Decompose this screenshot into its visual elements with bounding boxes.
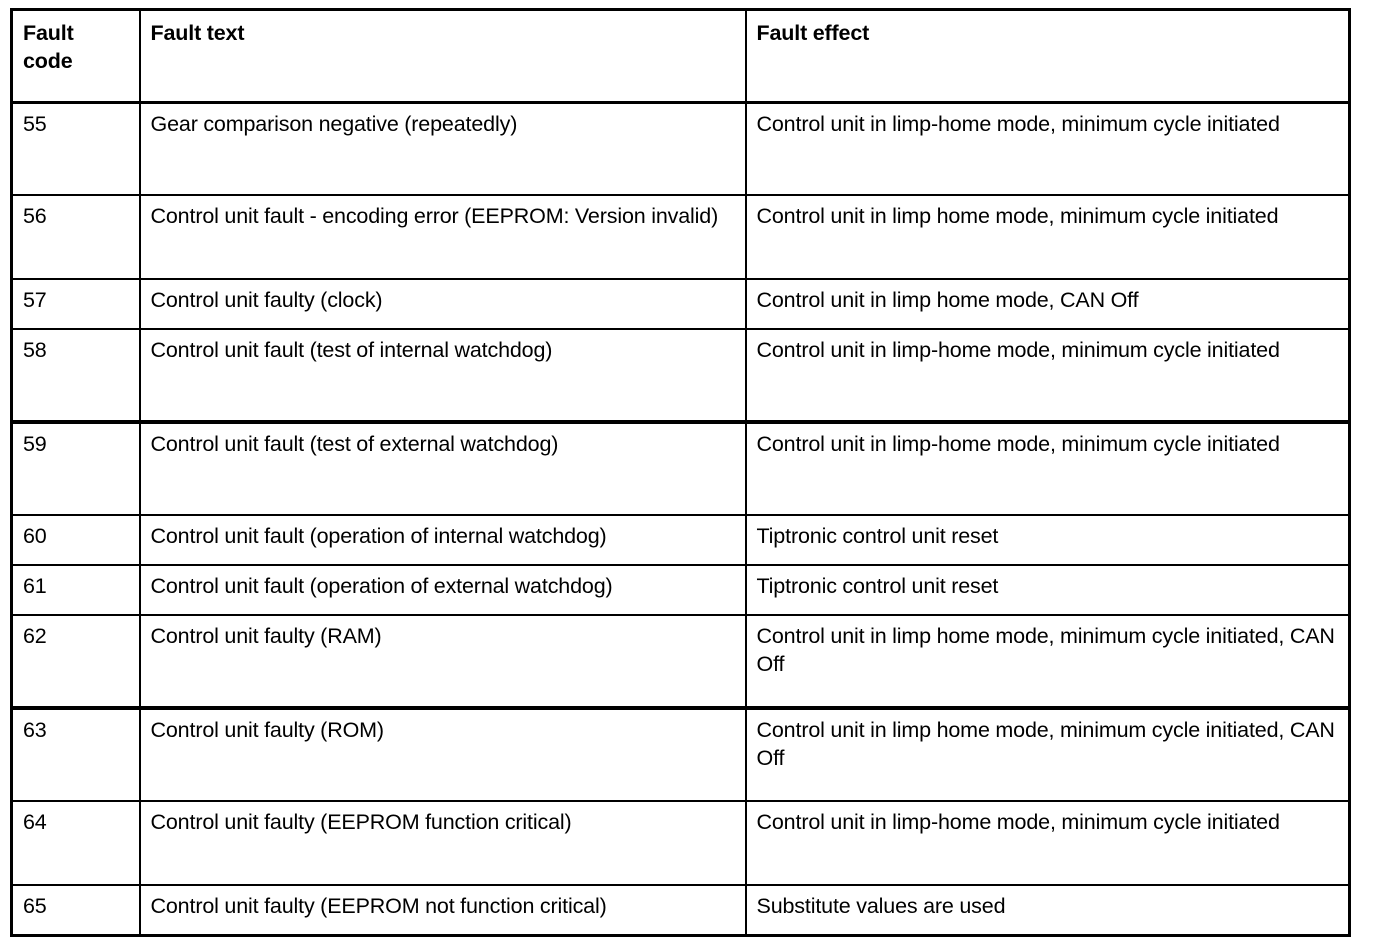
cell-fault-effect: Control unit in limp home mode, CAN Off bbox=[744, 278, 1351, 330]
cell-fault-text: Control unit fault (operation of externa… bbox=[138, 564, 747, 616]
cell-fault-text: Control unit faulty (ROM) bbox=[138, 706, 747, 802]
cell-fault-code: 63 bbox=[10, 706, 141, 802]
cell-fault-code: 57 bbox=[10, 278, 141, 330]
cell-fault-effect: Control unit in limp home mode, minimum … bbox=[744, 614, 1351, 709]
cell-fault-code: 64 bbox=[10, 800, 141, 886]
table-header: Fault code Fault text Fault effect bbox=[10, 8, 1351, 104]
cell-fault-text: Control unit fault (test of external wat… bbox=[138, 420, 747, 516]
cell-fault-effect: Control unit in limp-home mode, minimum … bbox=[744, 101, 1351, 196]
cell-fault-text: Control unit faulty (RAM) bbox=[138, 614, 747, 709]
cell-fault-effect: Control unit in limp home mode, minimum … bbox=[744, 194, 1351, 280]
cell-fault-text: Gear comparison negative (repeatedly) bbox=[138, 101, 747, 196]
column-header-fault-effect: Fault effect bbox=[744, 8, 1351, 104]
table-row: 62 Control unit faulty (RAM) Control uni… bbox=[10, 614, 1351, 709]
cell-fault-code: 62 bbox=[10, 614, 141, 709]
column-header-fault-code-line2: code bbox=[23, 48, 73, 73]
table-body: 55 Gear comparison negative (repeatedly)… bbox=[10, 101, 1351, 937]
table-row: 64 Control unit faulty (EEPROM function … bbox=[10, 800, 1351, 886]
cell-fault-code: 56 bbox=[10, 194, 141, 280]
cell-fault-code: 58 bbox=[10, 328, 141, 423]
column-header-fault-code-line1: Fault bbox=[23, 21, 74, 45]
cell-fault-text: Control unit faulty (clock) bbox=[138, 278, 747, 330]
document-page: Fault code Fault text Fault effect 55 Ge… bbox=[10, 8, 1351, 937]
column-header-fault-text: Fault text bbox=[138, 8, 747, 104]
table-row: 61 Control unit fault (operation of exte… bbox=[10, 564, 1351, 616]
column-header-fault-text-label: Fault text bbox=[150, 21, 245, 45]
cell-fault-text: Control unit faulty (EEPROM not function… bbox=[138, 884, 747, 937]
cell-fault-effect: Control unit in limp home mode, minimum … bbox=[744, 706, 1351, 802]
table-row: 57 Control unit faulty (clock) Control u… bbox=[10, 278, 1351, 330]
table-row: 63 Control unit faulty (ROM) Control uni… bbox=[10, 706, 1351, 802]
cell-fault-code: 55 bbox=[10, 101, 141, 196]
cell-fault-code: 61 bbox=[10, 564, 141, 616]
cell-fault-effect: Tiptronic control unit reset bbox=[744, 514, 1351, 566]
cell-fault-code: 65 bbox=[10, 884, 141, 937]
table-row: 56 Control unit fault - encoding error (… bbox=[10, 194, 1351, 280]
cell-fault-code: 60 bbox=[10, 514, 141, 566]
cell-fault-effect: Control unit in limp-home mode, minimum … bbox=[744, 800, 1351, 886]
table-row: 60 Control unit fault (operation of inte… bbox=[10, 514, 1351, 566]
cell-fault-effect: Control unit in limp-home mode, minimum … bbox=[744, 420, 1351, 516]
table-row: 58 Control unit fault (test of internal … bbox=[10, 328, 1351, 423]
cell-fault-effect: Substitute values are used bbox=[744, 884, 1351, 937]
cell-fault-text: Control unit fault - encoding error (EEP… bbox=[138, 194, 747, 280]
cell-fault-text: Control unit fault (test of internal wat… bbox=[138, 328, 747, 423]
table-row: 59 Control unit fault (test of external … bbox=[10, 420, 1351, 516]
cell-fault-effect: Tiptronic control unit reset bbox=[744, 564, 1351, 616]
table-header-row: Fault code Fault text Fault effect bbox=[10, 8, 1351, 104]
cell-fault-text: Control unit faulty (EEPROM function cri… bbox=[138, 800, 747, 886]
cell-fault-code: 59 bbox=[10, 420, 141, 516]
column-header-fault-code: Fault code bbox=[10, 8, 141, 104]
cell-fault-effect: Control unit in limp-home mode, minimum … bbox=[744, 328, 1351, 423]
column-header-fault-effect-label: Fault effect bbox=[756, 21, 870, 45]
cell-fault-text: Control unit fault (operation of interna… bbox=[138, 514, 747, 566]
table-row: 55 Gear comparison negative (repeatedly)… bbox=[10, 101, 1351, 196]
table-row: 65 Control unit faulty (EEPROM not funct… bbox=[10, 884, 1351, 937]
fault-code-table: Fault code Fault text Fault effect 55 Ge… bbox=[10, 8, 1351, 937]
